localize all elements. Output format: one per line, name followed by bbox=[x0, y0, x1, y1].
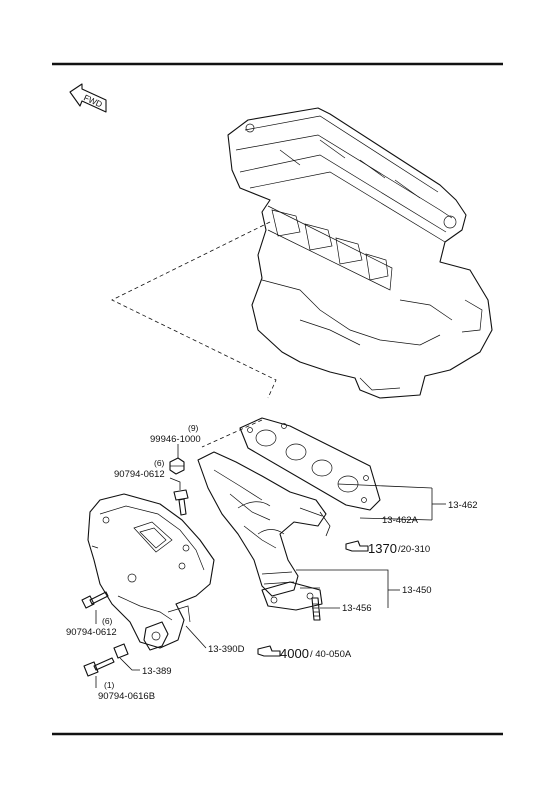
ref-1370-page: /20-310 bbox=[398, 544, 430, 555]
part-13-456: 13-456 bbox=[342, 603, 372, 614]
projection-line-upper bbox=[111, 221, 277, 399]
qty-90794-0612-left: (6) bbox=[102, 616, 113, 626]
qty-90794-0616b: (1) bbox=[104, 680, 115, 690]
reference-hand-icon bbox=[345, 540, 369, 552]
bolt-90794-0616b-drawing bbox=[83, 657, 115, 677]
part-13-462a: 13-462A bbox=[382, 515, 419, 526]
ref-4000-code: 4000 bbox=[280, 646, 309, 661]
manifold-gasket-drawing bbox=[239, 417, 381, 511]
bolt-90794-0612-top-drawing bbox=[173, 489, 189, 516]
part-13-462: 13-462 bbox=[448, 500, 478, 511]
qty-90794-0612-top: (6) bbox=[154, 458, 165, 468]
part-13-450: 13-450 bbox=[402, 585, 432, 596]
nut-99946-1000-drawing bbox=[169, 457, 185, 475]
engine-block-drawing bbox=[227, 107, 493, 399]
bolt-90794-0612-left-drawing bbox=[81, 591, 109, 609]
projection-line-lower bbox=[201, 419, 263, 448]
stud-13-456-drawing bbox=[311, 597, 321, 621]
part-13-390d: 13-390D bbox=[208, 644, 245, 655]
leader-lines bbox=[95, 444, 446, 688]
part-99946-1000: 99946-1000 bbox=[150, 434, 201, 445]
ref-4000-page: / 40-050A bbox=[310, 649, 352, 660]
bracket-13-389-drawing bbox=[113, 621, 169, 659]
fwd-label: FWD bbox=[82, 92, 104, 109]
part-13-389: 13-389 bbox=[142, 666, 172, 677]
part-90794-0612-top: 90794-0612 bbox=[114, 469, 165, 480]
heat-insulator-drawing bbox=[87, 493, 215, 649]
reference-hand-icon bbox=[257, 645, 281, 657]
ref-1370-code: 1370 bbox=[368, 541, 397, 556]
part-90794-0612-left: 90794-0612 bbox=[66, 627, 117, 638]
qty-99946-1000: (9) bbox=[188, 423, 199, 433]
part-90794-0616b: 90794-0616B bbox=[98, 691, 155, 702]
fwd-arrow-icon: FWD bbox=[69, 83, 107, 113]
exhaust-manifold-drawing bbox=[197, 451, 327, 611]
